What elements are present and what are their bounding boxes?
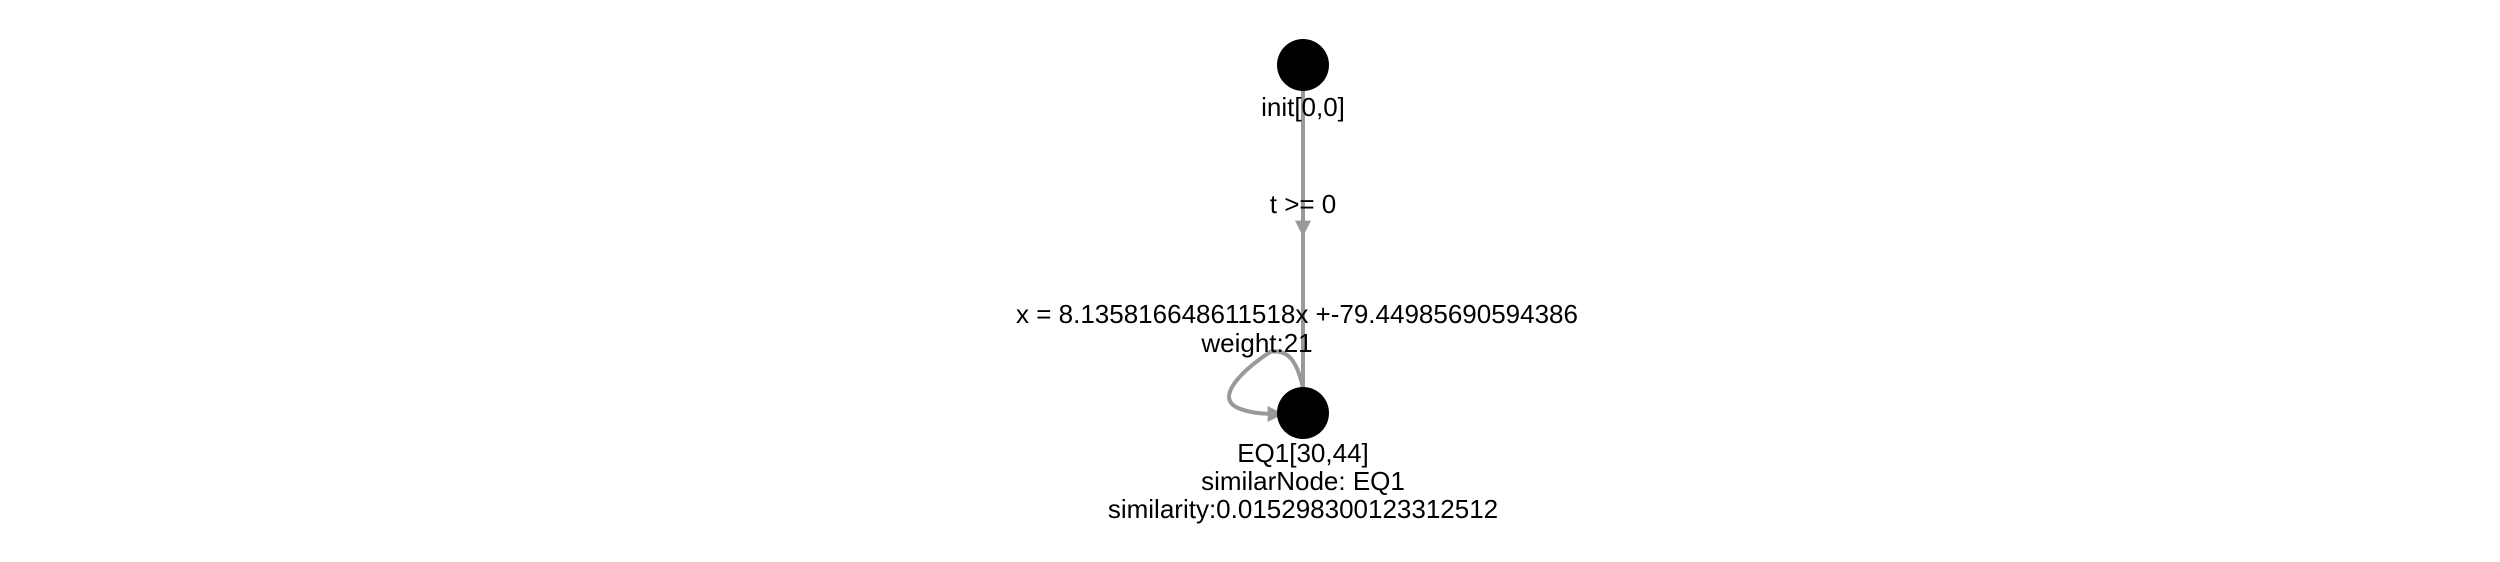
node-init[interactable]: init[0,0] [1261,39,1345,122]
node-eq1-label-line-3: similarity:0.015298300123312512 [1108,494,1498,524]
edge-eq1-self-loop-label-line-1: x = 8.135816648611518x +-79.449856905943… [1016,299,1578,329]
edge-init-to-eq1-label: t >= 0 [1270,189,1337,219]
node-eq1-label-line-1: EQ1[30,44] [1237,438,1369,468]
node-eq1-label-line-2: similarNode: EQ1 [1201,466,1405,496]
edge-eq1-self-loop-label-line-2: weight:21 [1200,328,1312,358]
node-init-circle [1277,39,1329,91]
node-init-label: init[0,0] [1261,92,1345,122]
edge-eq1-self-loop-line [1227,349,1307,422]
node-eq1[interactable]: EQ1[30,44] similarNode: EQ1 similarity:0… [1108,387,1498,524]
edge-eq1-self-loop[interactable]: x = 8.135816648611518x +-79.449856905943… [1016,299,1578,422]
node-eq1-circle [1277,387,1329,439]
